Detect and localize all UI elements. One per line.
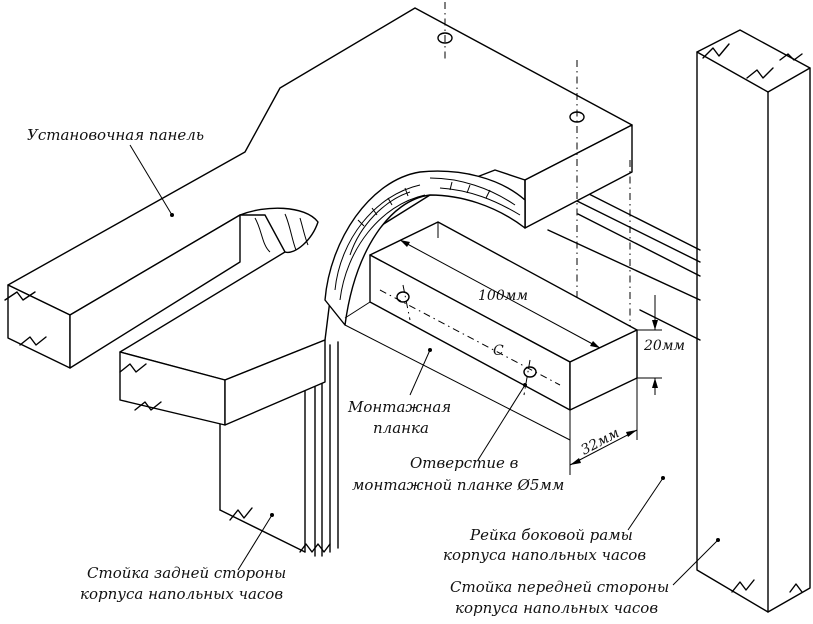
mounting-panel	[4, 2, 633, 426]
cutaway-section	[324, 170, 526, 326]
dimension-length: 100мм	[478, 288, 528, 304]
label-mounting-strip-line1: Монтажная	[347, 398, 451, 416]
dimension-lines	[399, 222, 662, 475]
label-front-post-line2: корпуса напольных часов	[455, 599, 658, 617]
label-mounting-strip-line2: планка	[373, 419, 429, 437]
centerline-mark: C	[493, 343, 504, 359]
front-post	[696, 29, 811, 613]
label-rail-line1: Рейка боковой рамы	[469, 526, 633, 544]
label-front-post-line1: Стойка передней стороны	[450, 578, 669, 596]
leader-lines	[129, 144, 720, 586]
label-rear-post-line2: корпуса напольных часов	[80, 585, 283, 603]
label-rear-post-line1: Стойка задней стороны	[87, 564, 286, 582]
dimension-depth: 32мм	[578, 425, 622, 458]
side-rail	[547, 191, 701, 341]
label-hole-line1: Отверстие в	[410, 454, 519, 472]
label-hole-line2: монтажной планке Ø5мм	[352, 476, 564, 494]
label-rail-line2: корпуса напольных часов	[443, 546, 646, 564]
dimension-height: 20мм	[643, 338, 685, 354]
label-mounting-panel: Установочная панель	[27, 126, 204, 144]
